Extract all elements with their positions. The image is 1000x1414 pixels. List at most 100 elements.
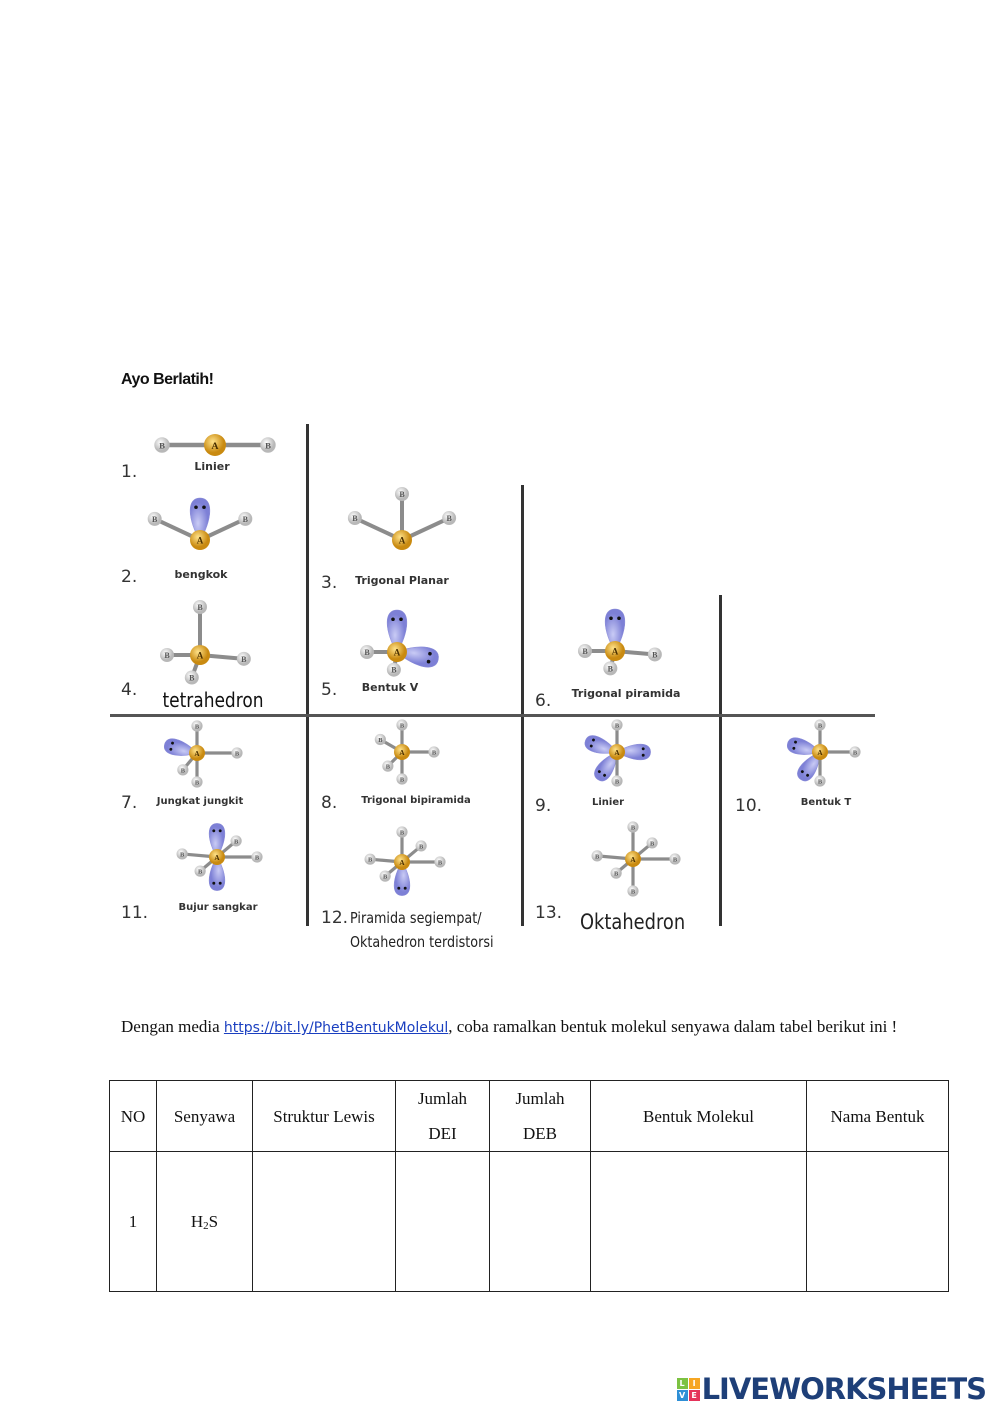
central-label: A [214,854,220,862]
shape-label: Jungkat jungkit [156,796,244,807]
ligand-label: B [614,871,619,878]
ligand-atom [396,826,408,838]
ligand-label: B [400,776,405,783]
ligand-atom [669,853,681,865]
ligand-atom [364,853,376,865]
shape-label: bengkok [174,568,228,581]
formula-text: H [190,1211,204,1231]
header-nama-bentuk: Nama Bentuk [806,1080,949,1152]
ligand-atom [194,865,206,877]
ligand-label: B [391,666,397,675]
ligand-label: B [386,764,391,771]
ligand-atom [347,511,362,526]
ligand-label: B [595,853,600,860]
lone-pair-lobe [393,861,411,896]
shape-label: Bujur sangkar [178,902,258,913]
ligand-atom [647,647,662,662]
section-title: Ayo Berlatih! [121,371,214,388]
ligand-label: B [419,843,424,850]
ligand-label: B [152,515,158,524]
intro-text: Dengan media [121,1017,224,1036]
shape-number: 12. [321,908,349,928]
lone-pair-lobe [605,608,625,652]
central-label: A [399,859,405,867]
ligand-label: B [255,854,260,861]
ligand-atom [374,733,386,746]
central-atom [605,641,625,661]
shape-label: Trigonal bipiramida [361,795,471,806]
ligand-label: B [631,888,636,895]
ligand-label: B [364,648,370,657]
shape-number: 10. [735,796,763,816]
ligand-atom [176,848,188,860]
lone-pair-lobe [584,735,618,754]
ligand-label: B [438,859,443,866]
ligand-atom [251,851,263,863]
shape-label: Trigonal piramida [571,687,681,700]
ligand-label: B [197,603,203,612]
cell-deb-input[interactable] [489,1151,591,1292]
divider [521,485,524,926]
shape-number: 13. [535,903,563,923]
table-row: 1 H2S [109,1151,949,1292]
shape-label: Bentuk V [361,681,419,694]
ligand-label: B [243,515,249,524]
central-label: A [197,536,204,546]
header-text: Jumlah [417,1089,468,1108]
ligand-atom [434,856,446,868]
ligand-atom [646,837,658,849]
shape-label: Oktahedron terdistorsi [350,933,494,951]
shape-label: tetrahedron [162,688,264,712]
lone-pair-lobe [797,751,821,782]
logo-tile: E [688,1389,700,1401]
shape-label: Piramida segiempat/ [350,909,482,927]
ligand-label: B [818,722,823,729]
molecule-5: BBA [360,609,439,677]
ligand-atom [260,437,276,453]
ligand-atom [591,850,603,862]
formula-subscript: 2 [203,1219,209,1232]
ligand-atom [184,670,199,685]
ligand-label: B [195,779,200,786]
header-no: NO [109,1080,157,1152]
ligand-atom [382,760,394,772]
shape-number: 5. [321,680,338,700]
ligand-atom [379,870,391,882]
cell-bentuk-molekul-input[interactable] [590,1151,807,1292]
cell-senyawa: H2S [156,1151,253,1292]
ligand-label: B [198,869,203,876]
central-atom [625,851,641,867]
central-label: A [394,648,401,658]
logo-text: LIVEWORKSHEETS [701,1372,987,1406]
ligand-label: B [189,674,195,683]
shape-number: 4. [121,680,138,700]
shape-label: Linier [591,797,625,808]
phet-link[interactable]: https://bit.ly/PhetBentukMolekul [223,1020,449,1036]
ligand-label: B [582,647,588,656]
central-label: A [399,536,406,546]
ligand-label: B [265,440,271,450]
ligand-label: B [615,778,620,785]
header-bentuk-molekul: Bentuk Molekul [590,1080,807,1152]
ligand-label: B [650,840,655,847]
cell-dei-input[interactable] [395,1151,490,1292]
lone-pair-lobe [208,823,226,858]
central-label: A [211,441,219,452]
header-senyawa: Senyawa [156,1080,253,1152]
header-text: DEB [523,1124,557,1143]
lone-pair-lobe [396,646,439,668]
central-atom [394,744,410,760]
intro-text: , coba ramalkan bentuk molekul senyawa d… [448,1017,898,1036]
cell-nama-bentuk-input[interactable] [806,1151,949,1292]
ligand-label: B [180,851,185,858]
ligand-label: B [234,838,239,845]
cell-struktur-lewis-input[interactable] [252,1151,396,1292]
lone-pair-lobe [164,738,198,756]
